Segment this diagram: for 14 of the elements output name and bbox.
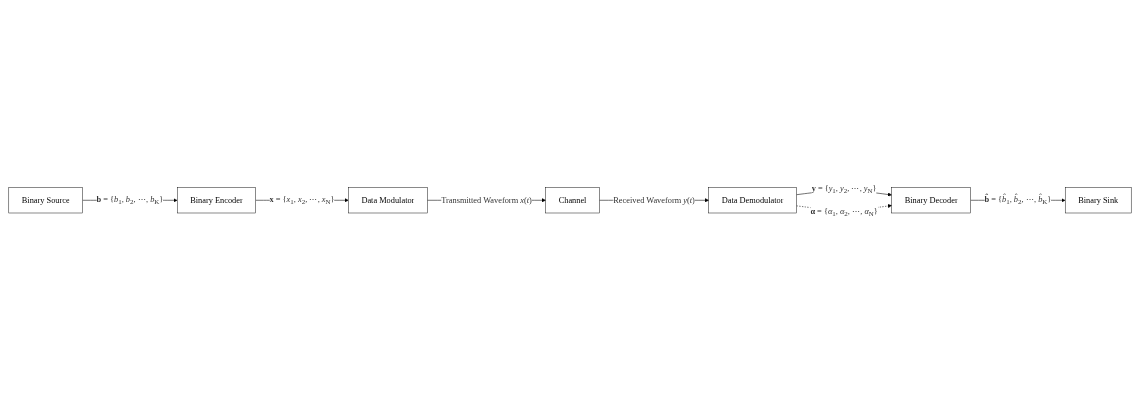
edge-label: y = {y$_{1}$, y$_{2}$, ⋯, y$_{N}$} [811,183,877,195]
node-box: Channel [545,187,600,214]
edge-label: α = {α$_{1}$, α$_{2}$, ⋯, α$_{N}$} [810,206,878,218]
edge-label: x = {x$_{1}$, x$_{2}$, ⋯, x$_{N}$} [269,194,335,206]
node-box: Binary Source [8,187,83,214]
node-box: Data Modulator [348,187,428,214]
node-box: Data Demodulator [708,187,797,214]
edge-label: Transmitted Waveform x(t) [441,195,532,205]
node-box: Binary Encoder [177,187,256,214]
edge-label: b̂ = {b̂$_{1}$, b̂$_{2}$, ⋯, b̂$_{K}$} [984,194,1052,206]
edge-label: Received Waveform y(t) [613,195,695,205]
node-box: Binary Sink [1065,187,1132,214]
edge-label: b = {b$_{1}$, b$_{2}$, ⋯, b$_{K}$} [96,194,164,206]
node-box: Binary Decoder [891,187,971,214]
